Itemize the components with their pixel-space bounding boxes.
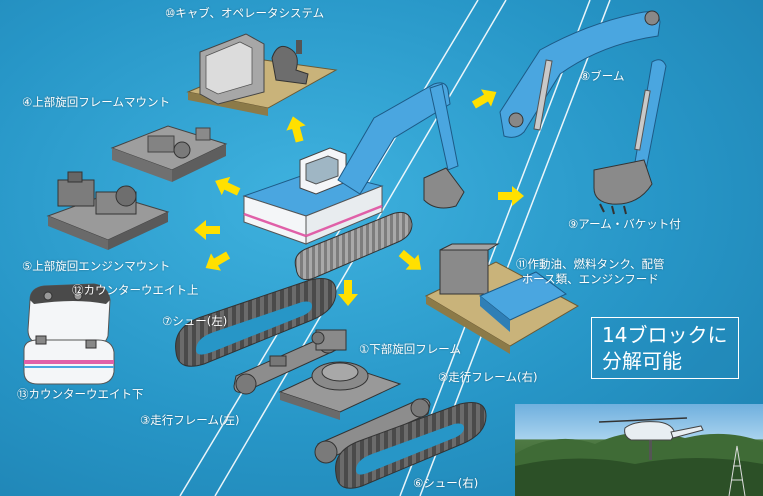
arrow-icon <box>194 89 524 306</box>
label-travel-frame-left: ③走行フレーム(左) <box>140 413 240 427</box>
label-shoe-right: ⑥シュー(右) <box>413 476 479 490</box>
counterweight-upper-part <box>27 283 111 349</box>
label-lower-swing-frame: ①下部旋回フレーム <box>359 342 461 356</box>
assembled-excavator <box>242 82 465 281</box>
cab-operator-system-part <box>186 33 338 116</box>
lower-swing-frame-part <box>278 329 402 420</box>
label-engine-mount: ⑤上部旋回エンジンマウント <box>22 259 171 273</box>
label-hydraulic-tank: ⑪作動油、燃料タンク、配管 ホース類、エンジンフード <box>516 257 664 287</box>
shoe-left-part <box>175 278 337 367</box>
upper-swing-engine-mount-part <box>46 171 170 250</box>
label-travel-frame-right: ②走行フレーム(右) <box>438 370 538 384</box>
label-hydraulic-tank-line2: ホース類、エンジンフード <box>521 272 659 286</box>
label-shoe-left: ⑦シュー(左) <box>162 314 228 328</box>
arm-bucket-part <box>593 59 667 215</box>
upper-swing-frame-mount-part <box>110 125 228 182</box>
label-counterweight-lower: ⑬カウンターウエイト下 <box>17 387 144 401</box>
helicopter-photo <box>515 404 763 496</box>
hydraulic-fuel-tank-hood-part <box>424 243 580 354</box>
label-upper-frame-mount: ④上部旋回フレームマウント <box>22 95 170 109</box>
label-arm-bucket: ⑨アーム・バケット付 <box>568 217 681 231</box>
callout-line1: 14ブロックに <box>602 323 728 347</box>
label-boom: ⑧ブーム <box>580 69 625 83</box>
label-counterweight-upper: ⑫カウンターウエイト上 <box>72 283 199 297</box>
travel-frame-right-part <box>314 398 431 464</box>
boom-part <box>499 10 661 138</box>
callout-box: 14ブロックに 分解可能 <box>591 317 739 379</box>
shoe-right-part <box>335 402 487 489</box>
helicopter-icon <box>598 417 704 460</box>
label-hydraulic-tank-line1: ⑪作動油、燃料タンク、配管 <box>516 257 665 271</box>
counterweight-lower-part <box>23 335 115 385</box>
label-cab: ⑩キャブ、オペレータシステム <box>165 6 325 20</box>
callout-line2: 分解可能 <box>602 349 682 373</box>
